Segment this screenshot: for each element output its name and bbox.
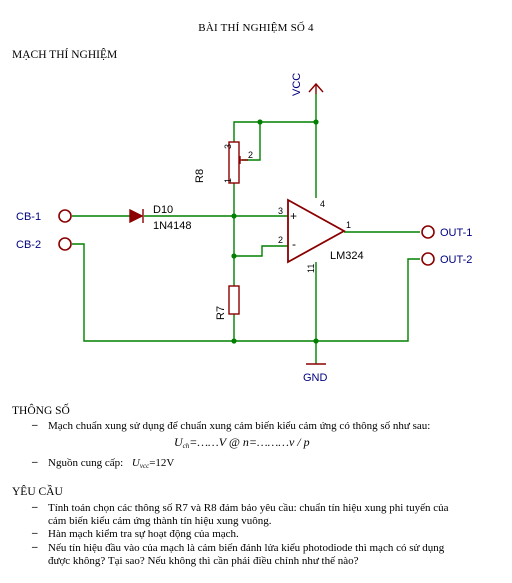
wire-vcc-to-pot [233,121,316,142]
junction-dot [313,338,319,344]
requirement-line-4: Nếu tín hiệu đầu vào của mạch là cảm biế… [48,542,445,554]
terminal-cb1 [58,209,72,223]
opamp-pin-gnd: 11 [306,264,316,273]
wire-cb2-gnd-out2 [72,243,420,342]
supply-sub: vcc [139,462,150,470]
junction-dot [231,338,237,344]
input-label-cb2: CB-2 [16,239,41,251]
bullet-dash: – [32,501,38,513]
diode-part: 1N4148 [153,220,192,232]
bullet-dash: – [32,456,38,468]
params-bullet-1: Mạch chuẩn xung sử dụng để chuẩn xung cả… [48,420,431,432]
diode-icon [129,208,144,224]
formula-sub: ch [182,442,190,450]
gnd-label: GND [303,372,328,384]
resistor-icon [228,285,240,315]
opamp-pin-minus: 2 [278,235,283,245]
output-label-out1: OUT-1 [440,227,472,239]
junction-dot [313,119,319,125]
opamp-pin-vcc: 4 [320,199,325,209]
opamp-plus-sign: + [290,209,297,223]
terminal-cb2 [58,237,72,251]
bullet-dash: – [32,419,38,431]
junction-dot [231,213,237,219]
supply-value: =12V [149,457,175,469]
output-label-out2: OUT-2 [440,254,472,266]
terminal-out1 [421,225,435,239]
formula-u: U [174,435,183,449]
formula-rest: =……V @ n=………v / p [189,435,310,449]
pot-ref: R8 [194,169,206,183]
terminals [58,209,435,266]
junction-dots [231,119,319,344]
requirements-heading: YÊU CẦU [12,486,63,498]
params-bullet-2: Nguồn cung cấp: Uvcc=12V [48,457,174,473]
diode-ref: D10 [153,204,173,216]
input-label-cb1: CB-1 [16,211,41,223]
potentiometer-icon [228,141,240,184]
opamp-minus-sign: - [292,237,296,251]
junction-dot [257,119,263,125]
circuit-heading: MẠCH THÍ NGHIỆM [12,49,118,61]
pot-pin-3: 3 [223,144,233,149]
bullet-dash: – [32,541,38,553]
terminal-out2 [421,252,435,266]
opamp-icon [287,198,346,264]
supply-u: U [131,457,140,469]
circuit-wires [72,94,420,364]
circuit-diagram: VCC GND CB-1 CB-2 OUT-1 OUT-2 D10 1N4148… [16,73,472,384]
opamp-pin-plus: 3 [278,206,283,216]
resistor-ref: R7 [215,306,227,320]
bullet-dash: – [32,527,38,539]
opamp-part: LM324 [330,250,364,262]
pot-pin-1: 1 [223,178,233,183]
pot-pin-2: 2 [248,150,253,160]
wire-minus-input [234,245,288,257]
requirement-line-5: được không? Tại sao? Nếu không thì cần p… [48,555,359,567]
requirement-line-1: Tính toán chọn các thông số R7 và R8 đảm… [48,502,449,514]
params-heading: THÔNG SỐ [12,405,70,417]
circuit-symbols [129,82,346,365]
opamp-pin-out: 1 [346,220,351,230]
document-title: BÀI THÍ NGHIỆM SỐ 4 [198,22,314,34]
requirement-line-3: Hàn mạch kiểm tra sự hoạt động của mạch. [48,528,239,540]
junction-dot [231,253,237,259]
formula-uch: Uch=……V @ n=………v / p [174,435,310,450]
supply-label: Nguồn cung cấp: [48,457,124,469]
vcc-label: VCC [291,73,303,96]
requirement-line-2: cảm biến kiểu cảm ứng thành tín hiệu xun… [48,515,272,527]
